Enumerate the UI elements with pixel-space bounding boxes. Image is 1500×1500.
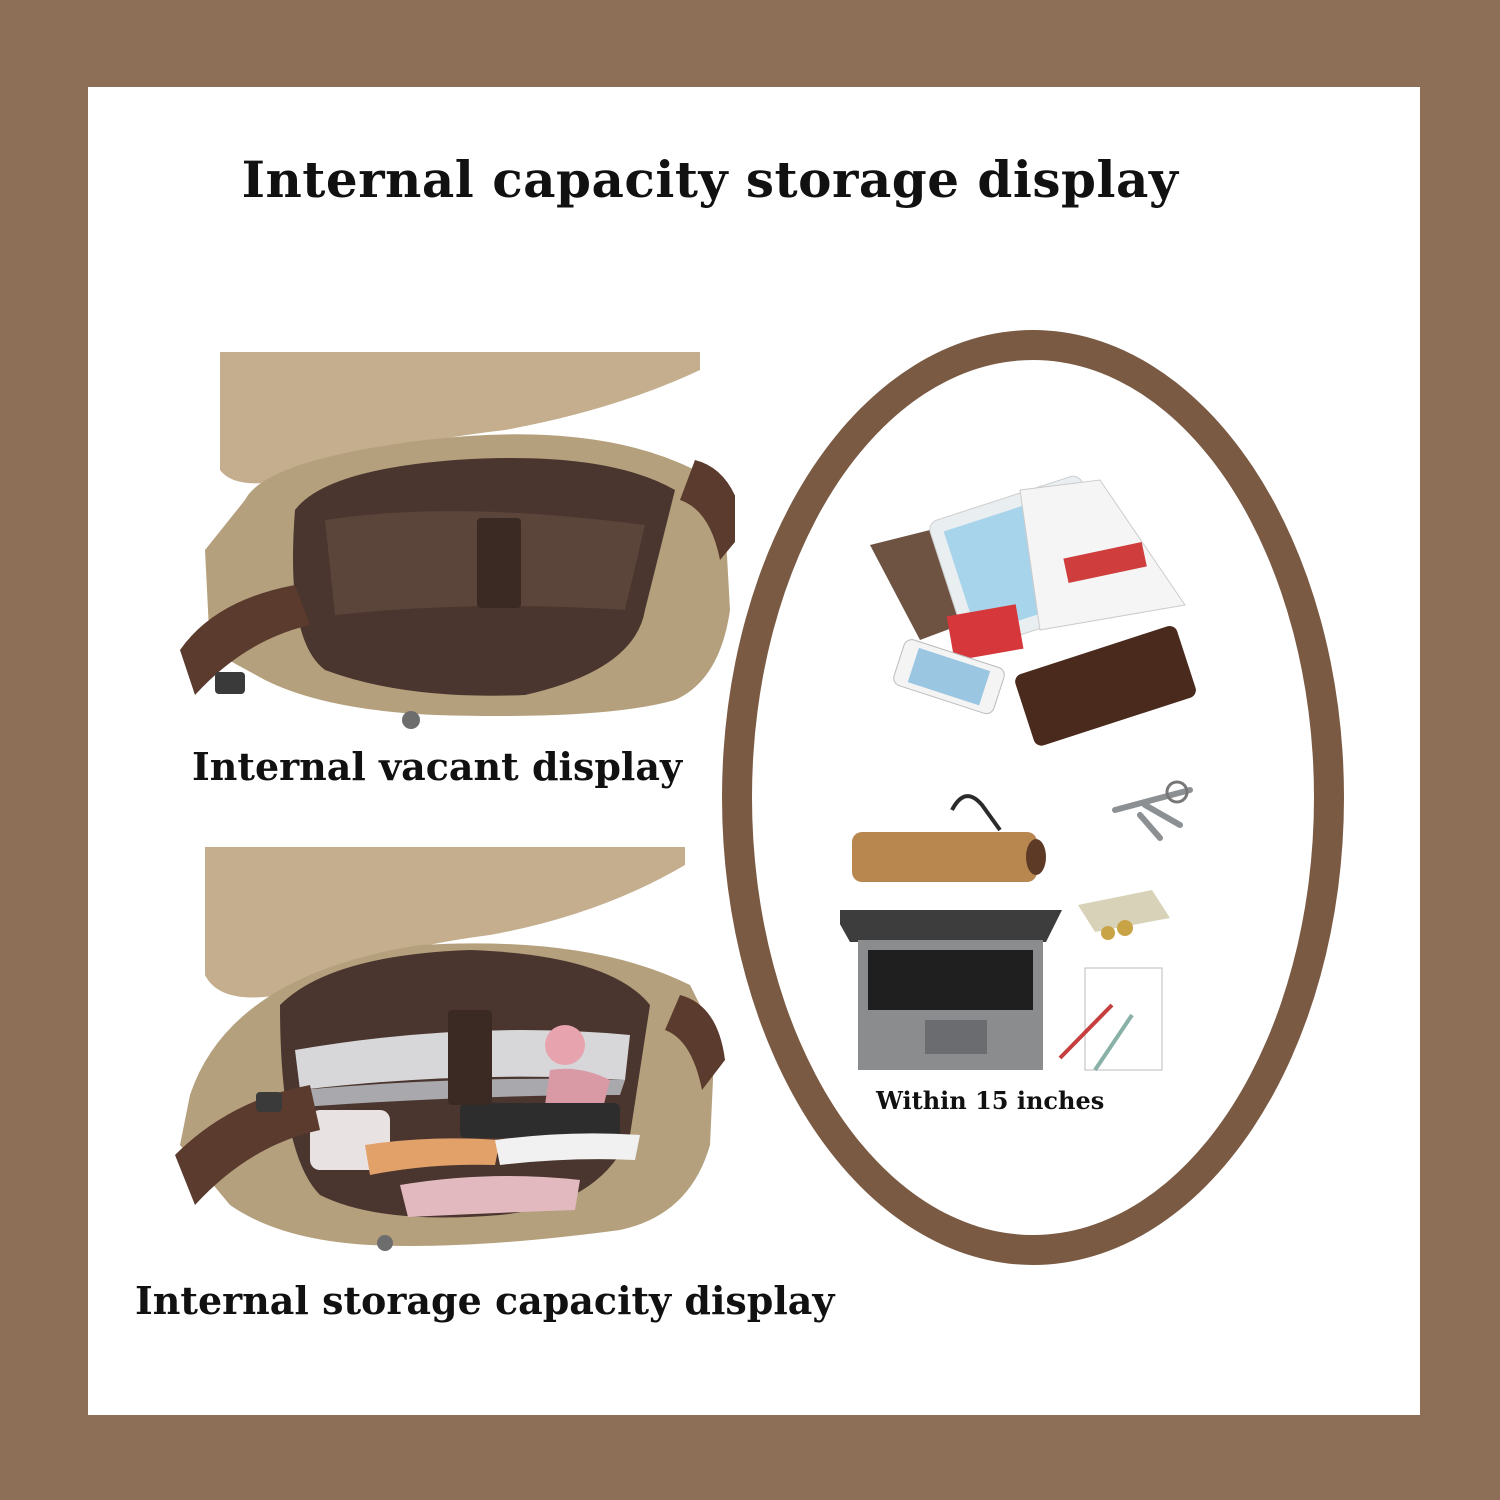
page-title: Internal capacity storage display [241,150,1179,209]
vacant-caption: Internal vacant display [192,744,683,789]
bag-filled-photo [170,845,730,1255]
bag-empty-photo [175,350,735,750]
items-collection-photo [840,470,1220,1090]
storage-caption: Internal storage capacity display [135,1278,835,1323]
laptop-size-caption: Within 15 inches [876,1086,1105,1115]
